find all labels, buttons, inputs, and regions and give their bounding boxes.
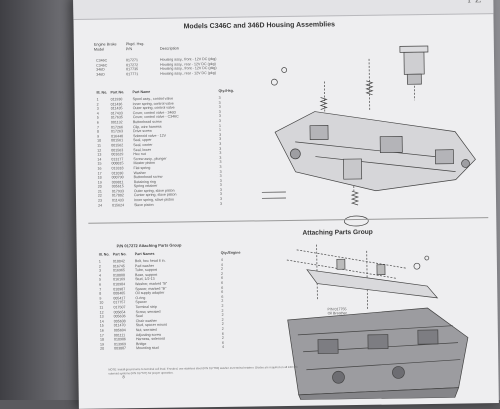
pn-header: Pkgd. Hsg. P/N [125, 41, 145, 51]
housing-title: Models C346C and 346D Housing Assemblies [183, 21, 336, 31]
attaching-exploded-diagram [286, 244, 469, 401]
table-cell: 003887 [114, 346, 127, 351]
table-row: 24 015624 Slave piston 3 [98, 201, 230, 208]
table-cell: 017771 [126, 71, 139, 76]
page-top-band [73, 0, 494, 20]
manual-page: Y Z Models C346C and 346D Housing Assemb… [73, 0, 499, 409]
table-cell: 015624 [112, 202, 125, 208]
desc-header: Description [159, 46, 179, 51]
ill-no-header: Ill. No. [96, 90, 108, 95]
table-cell: Housing assy., rear - 12V DC (pkg) [160, 70, 216, 76]
qty-header: Qty./Hsg. [218, 88, 235, 93]
part-no-header: Part No. [110, 90, 125, 95]
table-row: 346D 017771 Housing assy., rear - 12V DC (… [96, 71, 217, 77]
part-name-header: Part Name [132, 89, 151, 95]
table-cell: 346D [96, 72, 105, 77]
corner-mark: Y Z [466, 0, 482, 6]
table-cell: 20 [100, 346, 105, 351]
attaching-title: Attaching Parts Group [302, 228, 373, 237]
parts-header: Ill. No. Part No. Part Name Qty./Hsg. [96, 89, 234, 96]
table-cell: Slave piston [134, 202, 154, 207]
att-qty-header: Qty./Engine [220, 250, 241, 255]
table-cell: 4 [222, 345, 225, 350]
page-number: 8 [122, 374, 125, 380]
table-cell: 3 [220, 201, 223, 206]
att-part-name-header: Part Names [134, 251, 155, 257]
att-ill-no-header: Ill. No. [98, 252, 110, 257]
footnote: NOTE: Install ground wire to terminal co… [108, 364, 298, 376]
table-cell: Mounting stud [136, 346, 159, 351]
att-part-no-header: Part No. [112, 252, 127, 257]
table-cell: 24 [98, 203, 103, 208]
attaching-header: Ill. No. Part No. Part Names Qty./Engine [99, 251, 241, 258]
table-row: 20 003887 Mounting stud 4 [100, 345, 232, 351]
attaching-subtitle: P/N 017272 Attaching Parts Group [116, 242, 182, 249]
housing-exploded-diagram [261, 45, 476, 227]
model-header: Engine Brake Model [93, 42, 117, 52]
